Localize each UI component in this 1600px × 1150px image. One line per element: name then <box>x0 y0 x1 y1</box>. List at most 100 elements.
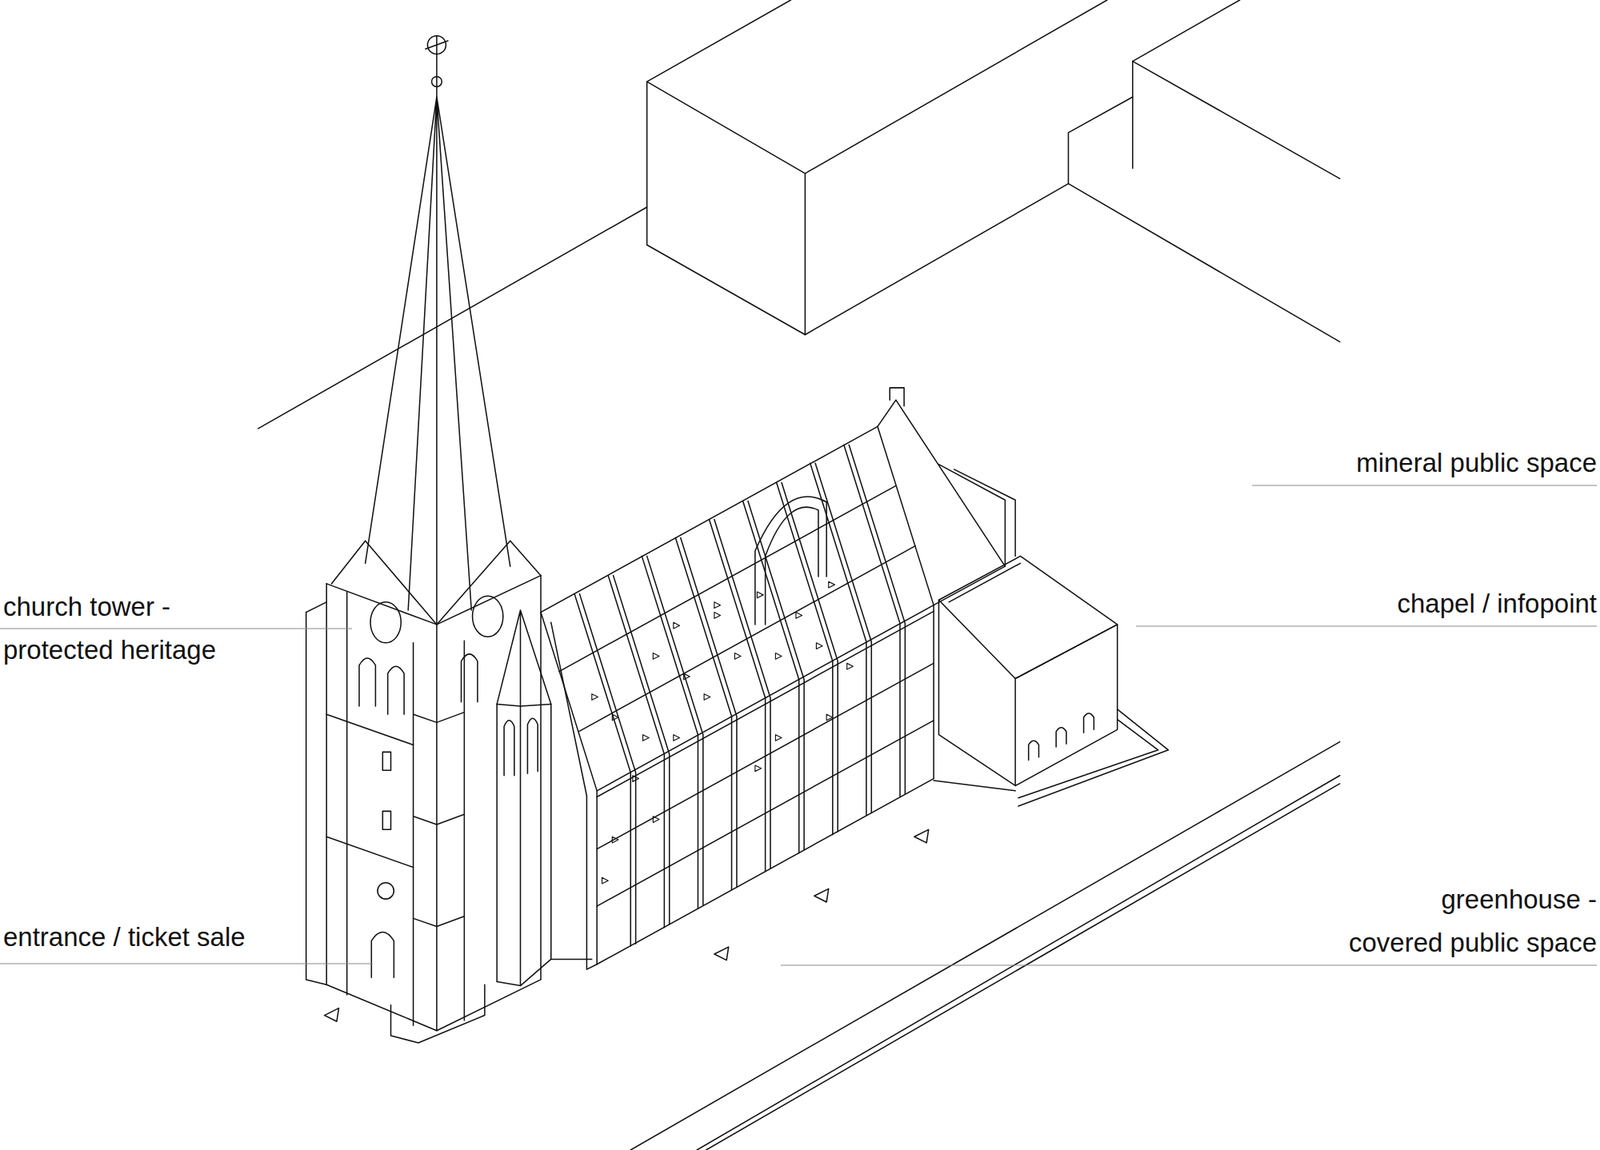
church-tower <box>346 592 348 996</box>
church-tower <box>496 704 552 707</box>
church-tower <box>432 76 443 88</box>
church-tower <box>371 932 394 979</box>
context-blocks <box>804 96 1132 335</box>
context-blocks <box>1068 184 1340 343</box>
church-tower <box>377 883 394 900</box>
greenhouse-frame <box>765 507 819 625</box>
church-tower <box>382 811 391 830</box>
interior-triangles <box>612 714 619 721</box>
context-blocks <box>258 0 1340 429</box>
nave-gable-and-chapel <box>938 600 1016 786</box>
church-tower <box>370 602 401 644</box>
interior-triangles <box>775 735 782 742</box>
church-tower <box>504 720 515 776</box>
context-blocks <box>1132 61 1134 169</box>
greenhouse-frame <box>781 483 838 832</box>
church-tower <box>436 576 541 1032</box>
interior-triangles <box>714 612 721 620</box>
interior-triangles <box>652 653 660 660</box>
greenhouse-frame <box>596 779 934 965</box>
nave-gable-and-chapel <box>1056 728 1067 748</box>
interior-triangles <box>828 581 836 588</box>
church-tower <box>332 540 541 625</box>
context-blocks <box>647 81 806 335</box>
interior-triangles <box>755 765 762 772</box>
context-blocks <box>1132 0 1240 62</box>
interior-triangles <box>673 735 680 742</box>
callout-label: chapel / infopoint <box>1396 582 1597 626</box>
greenhouse-frame <box>559 485 896 672</box>
greenhouse-frame <box>680 537 737 887</box>
interior-triangles <box>816 643 823 650</box>
greenhouse-frame <box>578 546 916 732</box>
nave-gable-and-chapel <box>889 388 904 407</box>
greenhouse-frame <box>848 444 905 794</box>
nave-gable-and-chapel <box>933 780 1016 792</box>
church-tower <box>359 658 376 707</box>
axonometric-drawing <box>258 0 1340 1150</box>
leader-lines <box>0 628 352 629</box>
interior-triangles <box>775 653 782 660</box>
entry-arrows <box>714 947 729 961</box>
greenhouse-frame <box>714 519 771 868</box>
interior-triangles <box>756 592 764 599</box>
greenhouse-frame <box>596 663 934 849</box>
leader-lines <box>0 485 1597 966</box>
church-tower <box>461 654 478 703</box>
greenhouse-frame <box>540 612 597 965</box>
leader-lines <box>0 963 373 964</box>
nave-gable-and-chapel <box>954 469 1016 556</box>
interior-triangles <box>652 816 660 824</box>
church-tower <box>326 576 541 625</box>
entry-arrows <box>324 829 929 1022</box>
church-tower <box>413 640 465 1026</box>
church-tower <box>306 602 328 613</box>
church-tower <box>306 612 328 986</box>
greenhouse-frame <box>579 594 636 945</box>
nave-gable-and-chapel <box>1084 713 1095 733</box>
leader-lines <box>1136 625 1597 627</box>
church-tower <box>365 96 511 625</box>
nave-gable-and-chapel <box>1018 720 1159 799</box>
interior-triangles <box>632 776 640 783</box>
greenhouse-frame <box>551 622 597 970</box>
interior-triangles <box>684 673 691 680</box>
church-tower <box>496 704 552 986</box>
church-tower <box>425 40 448 49</box>
church-tower <box>382 752 391 771</box>
interior-triangles <box>673 622 680 629</box>
greenhouse-frame <box>574 594 631 947</box>
callout-label: entrance / ticket sale <box>3 916 246 960</box>
interior-triangles <box>602 877 609 884</box>
entry-arrows <box>914 829 929 844</box>
entry-arrows <box>324 1008 340 1023</box>
nave-gable-and-chapel <box>938 556 1117 679</box>
nave-gable-and-chapel <box>938 464 1005 568</box>
nave-gable-and-chapel <box>1028 740 1040 760</box>
interior-triangles <box>847 663 854 670</box>
callout-label: church tower - protected heritage <box>3 585 219 672</box>
church-tower <box>496 959 592 986</box>
nave-gable-and-chapel <box>877 388 1169 807</box>
church-tower <box>496 610 552 707</box>
context-blocks <box>647 0 792 82</box>
greenhouse-frame <box>596 720 934 907</box>
interior-triangles <box>592 694 599 701</box>
church-tower <box>326 714 413 868</box>
greenhouse-frame <box>540 426 934 970</box>
interior-triangles <box>612 836 619 844</box>
church-tower <box>413 712 465 928</box>
interior-triangles <box>796 612 803 620</box>
leader-lines <box>780 964 1597 966</box>
greenhouse-frame <box>596 611 934 797</box>
church-tower <box>527 718 538 774</box>
leader-lines <box>1252 484 1597 486</box>
nave-gable-and-chapel <box>1018 709 1169 807</box>
interior-triangles <box>734 653 741 660</box>
greenhouse-frame <box>748 500 804 850</box>
church-tower <box>306 36 592 1044</box>
greenhouse-frame <box>755 496 827 625</box>
